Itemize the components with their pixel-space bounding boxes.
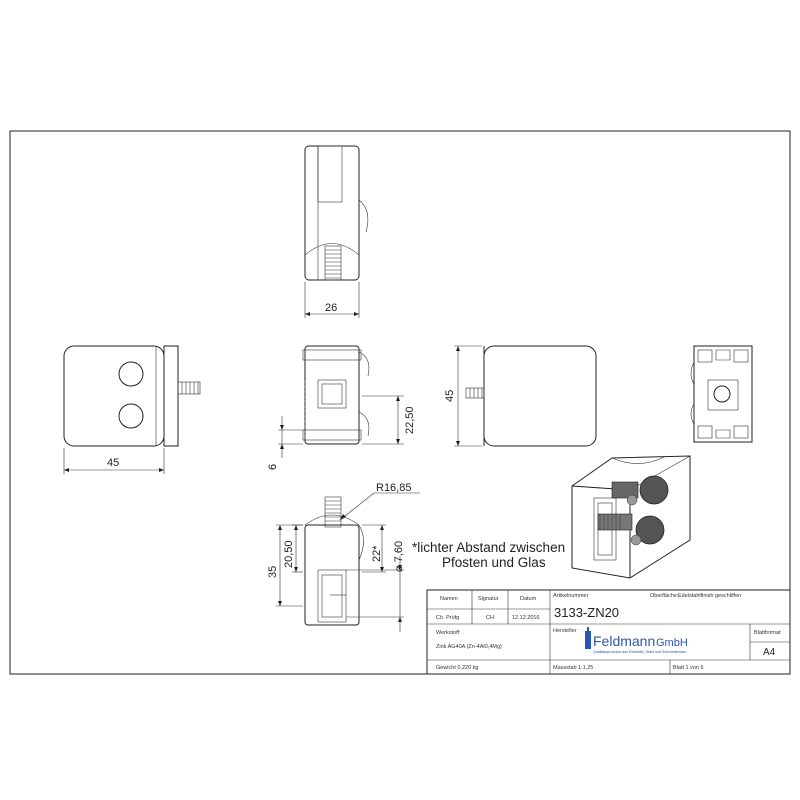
dim-bottom-35: 35 — [267, 566, 279, 578]
logo-suffix: GmbH — [656, 637, 688, 649]
tb-article-label: Artikelnummer — [553, 593, 589, 599]
logo-name: Feldmann — [593, 633, 655, 649]
tb-scale: Massstab 1:1,25 — [553, 665, 593, 671]
dim-bottom-20-50: 20,50 — [283, 540, 295, 568]
dim-radius: R16,85 — [376, 482, 411, 494]
tb-surface-label: Oberfläche: — [650, 593, 679, 599]
back-view: 45 — [444, 345, 597, 447]
end-view — [690, 345, 753, 443]
tb-surface-value: Edelstahlfinish geschliffen — [678, 593, 741, 599]
note-line-1: *lichter Abstand zwischen — [412, 540, 565, 555]
dim-side-offset: 6 — [267, 464, 279, 470]
tb-sheet: Blatt 1 von 6 — [673, 665, 704, 671]
tb-checked-sig: CH — [486, 615, 494, 621]
tb-weight: Gewicht 0,220 kg — [436, 665, 479, 671]
tb-material-value: Zink AG40A (Zn-4Al0,4Mg) — [436, 644, 502, 650]
tb-col-date: Datum — [520, 596, 537, 602]
tb-manufacturer-label: Hersteller — [553, 628, 577, 634]
drawing-border — [9, 130, 791, 675]
top-view: 26 — [304, 145, 369, 318]
tb-checked-date: 12.12.2016 — [512, 615, 540, 621]
side-view: 22,50 6 — [267, 345, 416, 470]
tb-col-names: Namen — [440, 596, 458, 602]
feldmann-logo: Feldmann GmbH Qualitätsprodukte aus Edel… — [585, 627, 688, 654]
dim-side-height: 22,50 — [404, 406, 416, 434]
tb-col-signature: Signatur — [478, 596, 499, 602]
tb-material-label: Werkstoff: — [436, 630, 461, 636]
bottom-view: R16,85 35 20,50 22* ⌀ 7,60 — [267, 482, 420, 632]
logo-tagline: Qualitätsprodukte aus Edelstahl, Stahl u… — [593, 650, 687, 654]
note-line-2: Pfosten und Glas — [442, 555, 546, 570]
dim-back-height: 45 — [444, 390, 456, 402]
tb-format-value: A4 — [763, 647, 776, 658]
isometric-view — [571, 455, 691, 579]
tb-format-label: Blattformat — [754, 630, 781, 636]
dim-front-width: 45 — [107, 457, 119, 469]
dim-bottom-diameter: ⌀ 7,60 — [393, 541, 405, 572]
title-block: Namen Signatur Datum Ch. Prüfg CH 12.12.… — [426, 589, 791, 675]
tb-article-number: 3133-ZN20 — [554, 605, 619, 620]
dim-top-width: 26 — [325, 302, 337, 314]
dim-bottom-22: 22* — [371, 545, 383, 562]
tb-checked-label: Ch. Prüfg — [436, 615, 459, 621]
front-view: 45 — [63, 345, 201, 474]
